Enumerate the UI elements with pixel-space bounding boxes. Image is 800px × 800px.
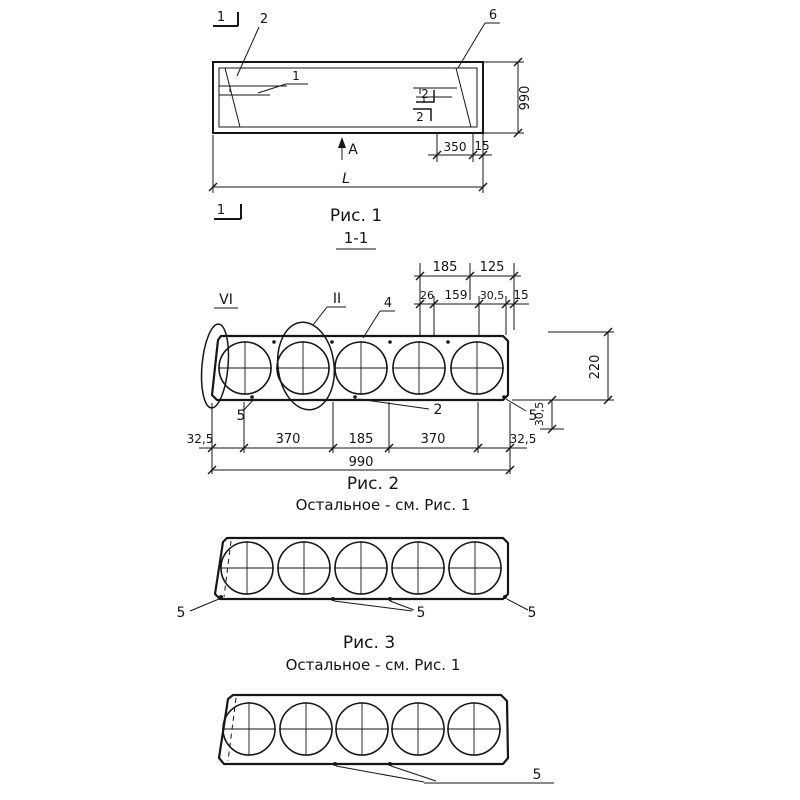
dim-159-text: 159 [445, 288, 468, 302]
figure-3-caption: Рис. 3 [343, 633, 395, 653]
break-line-fig4 [227, 697, 237, 762]
detail-ii-ellipse [276, 321, 336, 411]
dim-185-text: 185 [433, 260, 458, 275]
callout-5-fig4: 5 [335, 765, 554, 784]
rebar-dots-fig2 [250, 340, 506, 399]
figure-2-note: Остальное - см. Рис. 1 [296, 496, 471, 514]
hollow-cores-fig4 [222, 702, 501, 756]
dim-325-right-text: 32,5 [510, 432, 537, 446]
dim-l-text: L [342, 171, 350, 187]
figure-3-cross-section: 5 5 5 Рис. 3 Остальное - см. Рис. 1 [177, 536, 537, 674]
detail-callout-vi: VI [200, 292, 238, 409]
dimension-length-l: L [208, 135, 488, 193]
callout-2-bottom-label: 2 [434, 402, 443, 418]
detail-vi-ellipse [200, 323, 230, 409]
section-2-label-bottom: 2 [416, 110, 424, 124]
hollow-cores-fig2 [218, 341, 504, 395]
callout-6: 6 [457, 8, 500, 69]
dimension-bottom-row-1: 32,5 370 185 370 32,5 [187, 402, 537, 474]
rebar-dots-fig4 [333, 762, 392, 766]
callout-5-right-label: 5 [528, 605, 537, 621]
detail-callout-ii: II [276, 291, 346, 411]
callout-5-right-label: 5 [529, 408, 538, 424]
callout-5-left-label: 5 [237, 408, 246, 424]
view-arrow-a: A [338, 137, 358, 160]
callout-1-inner-label: 1 [292, 69, 300, 83]
callout-5-right-fig3: 5 [506, 598, 537, 621]
rebar-dots-fig3 [219, 595, 507, 601]
section-1-label-bottom: 1 [217, 203, 225, 218]
dimension-220-right: 220 [512, 327, 614, 405]
callout-2-top: 2 [236, 12, 268, 77]
callout-5-left-fig3: 5 [177, 598, 220, 621]
figure-2-caption: Рис. 2 [347, 474, 399, 494]
dim-370-right-text: 370 [421, 432, 446, 447]
dimension-top-row-2: 26 159 30,5 15 [414, 288, 529, 335]
callout-5-left-fig2: 5 [237, 398, 255, 424]
callout-2-bottom-fig2: 2 [357, 398, 443, 418]
callout-5-left-label: 5 [177, 605, 186, 621]
dim-325-left-text: 32,5 [187, 432, 214, 446]
dim-350-text: 350 [444, 140, 467, 154]
section-mark-1-bottom: 1 [214, 203, 242, 220]
slab-plan-outline [212, 61, 484, 134]
figure-3-note: Остальное - см. Рис. 1 [286, 656, 461, 674]
detail-vi-label: VI [219, 292, 233, 308]
figure-2-cross-section: VI II 4 185 125 [187, 260, 614, 514]
dim-185-bottom-text: 185 [349, 432, 374, 447]
dim-990-bottom-text: 990 [349, 455, 374, 470]
dimension-bottom-row-2: 990 [207, 455, 515, 475]
callout-4-label: 4 [384, 296, 392, 311]
figure-4-cross-section: 5 [217, 693, 554, 784]
break-line-fig3 [223, 540, 232, 598]
callout-1-inner: 1 [257, 69, 308, 94]
callout-2-label: 2 [260, 12, 268, 27]
dim-305-top-text: 30,5 [480, 289, 505, 302]
dimension-350-15: 350 15 [428, 134, 492, 162]
slab-section-outline [210, 334, 510, 402]
callout-4: 4 [362, 296, 395, 339]
section-2-label-top: 2 [421, 87, 429, 101]
dim-15-text: 15 [513, 288, 528, 302]
callout-5-center-label: 5 [417, 605, 426, 621]
dimension-305-right: 30,5 [533, 395, 564, 434]
dimension-top-row-1: 185 125 [414, 260, 521, 335]
callout-5-center-fig3: 5 [333, 600, 426, 621]
detail-ii-label: II [333, 291, 341, 307]
figure-1-caption: Рис. 1 [330, 206, 382, 226]
dim-370-left-text: 370 [276, 432, 301, 447]
figure-1-plan-view: 1 1 2 6 1 2 2 [208, 8, 533, 250]
callout-5-right-fig2: 5 [505, 398, 538, 424]
slab-outline-fig3 [213, 536, 510, 601]
dim-15-text: 15 [474, 139, 489, 153]
arrow-a-head [338, 137, 346, 148]
hollow-cores-fig3 [220, 541, 502, 595]
section-1-label-top: 1 [217, 10, 225, 25]
dim-125-text: 125 [480, 260, 505, 275]
section-mark-1-top: 1 [213, 10, 239, 27]
dimension-990-right: 990 [484, 57, 533, 138]
view-a-label: A [348, 142, 358, 158]
dim-990-text: 990 [518, 86, 533, 111]
section-mark-2: 2 2 [413, 87, 435, 124]
callout-6-label: 6 [489, 8, 497, 23]
callout-5-label: 5 [533, 767, 542, 783]
dim-26-text: 26 [420, 289, 434, 302]
dim-220-text: 220 [588, 355, 603, 380]
dim-305-right-text: 30,5 [533, 402, 546, 427]
figure-1-section-ref: 1-1 [344, 229, 369, 247]
